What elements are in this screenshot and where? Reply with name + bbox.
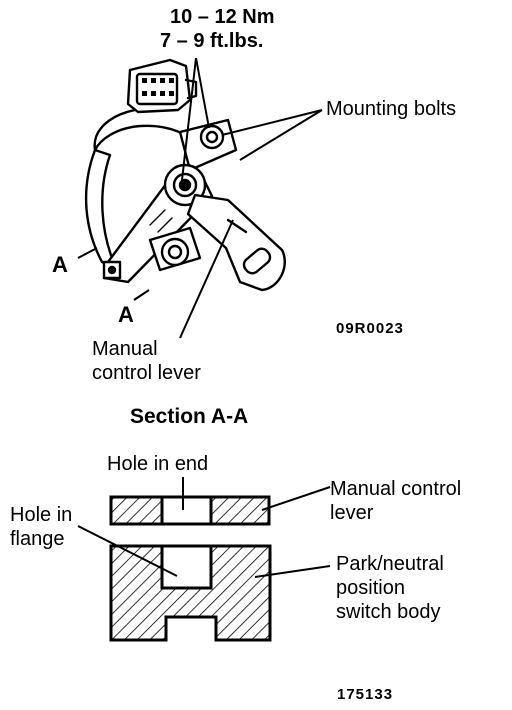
switch-assembly-drawing bbox=[84, 58, 286, 292]
switch-body-label-line-3: switch body bbox=[336, 601, 441, 623]
torque-line-2: 7 – 9 ft.lbs. bbox=[160, 30, 264, 52]
mounting-bolt-lower bbox=[160, 237, 190, 267]
upper-leader-lines bbox=[77, 57, 323, 339]
figure-code-top: 09R0023 bbox=[336, 320, 404, 337]
lever-section-right bbox=[209, 495, 271, 526]
figure-code-bottom: 175133 bbox=[337, 686, 394, 703]
manual-control-label-line-1: Manual control bbox=[330, 478, 462, 500]
hole-in-flange bbox=[160, 544, 213, 590]
manual-control-lever bbox=[186, 193, 286, 292]
hole-in-end-gap bbox=[160, 495, 213, 526]
lever-label-line-1: Manual bbox=[92, 338, 158, 360]
section-leader-lines bbox=[77, 477, 331, 578]
section-mark-a-lower: A bbox=[118, 302, 134, 327]
mounting-bolts-label: Mounting bolts bbox=[326, 98, 457, 120]
connector-plug bbox=[126, 58, 198, 114]
hole-in-flange-label-line-1: Hole in bbox=[10, 504, 73, 526]
torque-line-1: 10 – 12 Nm bbox=[170, 6, 275, 28]
manual-control-label-line-2: lever bbox=[330, 502, 374, 524]
section-mark-a-left: A bbox=[52, 252, 68, 277]
section-title: Section A-A bbox=[130, 405, 249, 428]
mounting-bolt-upper bbox=[199, 124, 225, 150]
lever-label-line-2: control lever bbox=[92, 362, 201, 384]
switch-body-label-line-1: Park/neutral bbox=[336, 553, 444, 575]
hole-in-end-label: Hole in end bbox=[107, 453, 209, 475]
lever-section-left bbox=[109, 495, 164, 526]
hole-in-flange-label-line-2: flange bbox=[10, 528, 65, 550]
section-a-a-drawing bbox=[109, 495, 272, 642]
switch-body-label-line-2: position bbox=[336, 577, 405, 599]
